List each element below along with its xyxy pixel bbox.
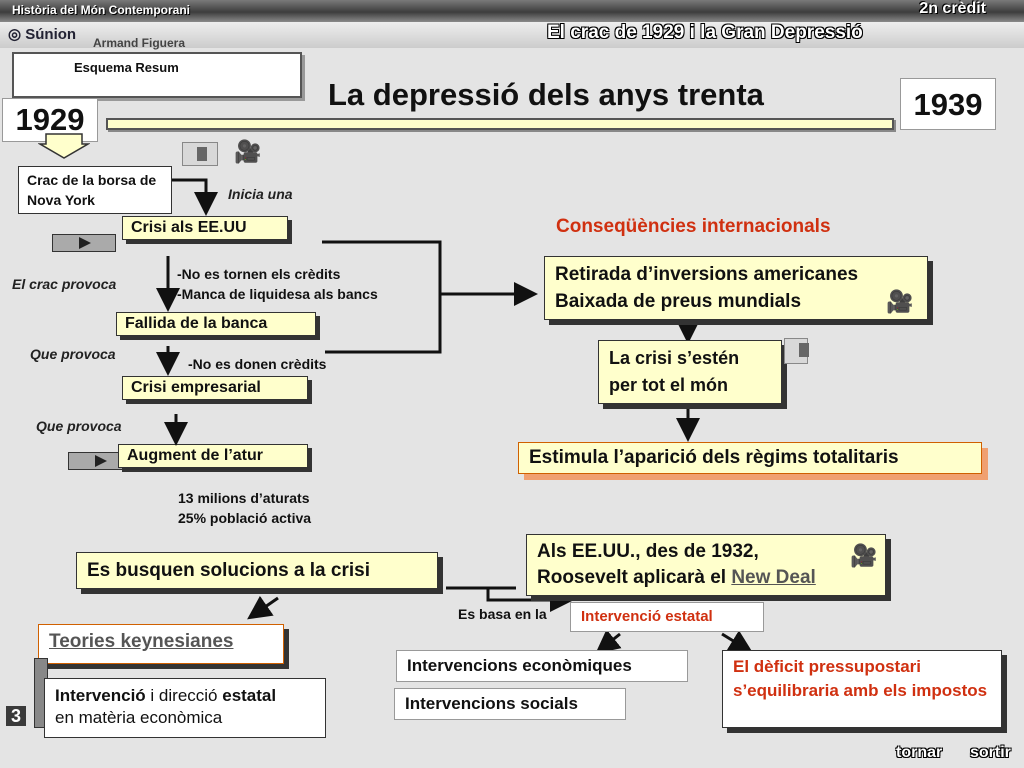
bank-failure-box: Fallida de la banca [116,312,316,336]
initiates-label: Inicia una [228,186,293,202]
econ-box: Intervencions econòmiques [396,650,688,682]
keynes-box: Teories keynesianes [38,624,284,664]
deficit-box: El dèficit pressupostari s’equilibraria … [722,650,1002,728]
section-label: Esquema Resum [74,60,179,75]
unemployment-box: Augment de l’atur [118,444,308,468]
film-icon-2[interactable]: 🎥 [886,289,914,314]
top-bar: Història del Món Contemporani 2n crèdit [0,0,1024,22]
year-end: 1939 [900,78,996,130]
search-solutions-box: Es busquen solucions a la crisi [76,552,438,589]
course-title: Història del Món Contemporani [12,3,191,17]
roosevelt-box: Als EE.UU., des de 1932, Roosevelt aplic… [526,534,886,596]
page-number: 3 [6,706,26,726]
us-crisis-box: Crisi als EE.UU [122,216,288,240]
spread-box: La crisi s’estén per tot el món [598,340,782,404]
social-box: Intervencions socials [394,688,626,720]
keynes-detail-box: Intervenció i direcció estatal en matèri… [44,678,326,738]
brand-name: Súnion [25,26,77,43]
crash-box: Crac de la borsa de Nova York [18,166,172,214]
credit-label: 2n crèdit [919,0,986,17]
kw-matter: en matèria econòmica [55,708,223,727]
page-title: La depressió dels anys trenta [328,77,764,112]
film-icon-3[interactable]: 🎥 [850,543,878,568]
section-label-box: Esquema Resum [12,52,302,98]
kw-and: i direcció [145,686,223,705]
roosevelt-line-2: Roosevelt aplicarà el [537,567,727,588]
down-arrow-icon [38,133,90,159]
document-icon-2[interactable] [784,338,809,364]
back-button[interactable]: tornar [896,744,943,761]
unit-title: El crac de 1929 i la Gran Depressió [547,22,863,43]
intl-consequences-title: Conseqüències internacionals [556,216,831,237]
new-deal-link[interactable]: New Deal [731,567,816,588]
play-button-1[interactable] [52,234,116,252]
keynes-link[interactable]: Teories keynesianes [49,631,234,652]
document-icon[interactable] [182,142,218,166]
withdrawal-box: Retirada d’inversions americanes Baixada… [544,256,928,320]
unemployment-stats: 13 milions d’aturats 25% població activa [178,490,312,526]
causes-label-2: Que provoca [36,418,122,434]
brand-logo: ◎ Súnion [8,26,77,43]
kw-state: estatal [222,686,277,705]
roosevelt-line-1: Als EE.UU., des de 1932, [537,541,759,562]
no-credit-note: -No es donen crèdits [188,356,327,372]
kw-intervention: Intervenció [55,686,146,705]
sub-bar [0,22,1024,48]
exit-button[interactable]: sortir [970,744,1011,761]
film-icon[interactable]: 🎥 [234,139,262,164]
causes-label-1: Que provoca [30,346,116,362]
credit-notes: -No es tornen els crèdits -Manca de liqu… [177,266,378,302]
state-intervention-box: Intervenció estatal [570,602,764,632]
author-name: Armand Figuera [93,36,186,50]
timeline-bar [106,118,894,130]
totalitarian-box: Estimula l’aparició dels règims totalita… [518,442,982,474]
based-on-label: Es basa en la [458,606,547,622]
crash-causes-label: El crac provoca [12,276,117,292]
business-crisis-box: Crisi empresarial [122,376,308,400]
